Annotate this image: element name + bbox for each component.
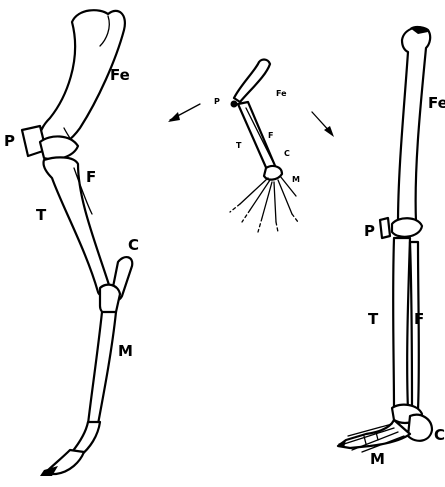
right-limb [338,26,432,452]
right-label-calcaneus: C [434,426,445,444]
left-knee-joint [40,136,78,159]
left-label-fibula: F [86,168,96,186]
center-calcaneus [264,166,282,180]
center-label-patella: P [214,97,220,106]
right-patella [380,218,390,238]
left-hock [100,285,120,315]
right-calcaneus [408,415,432,441]
left-label-patella: P [4,132,15,150]
center-patella [231,101,238,108]
left-label-calcaneus: C [128,236,139,254]
right-label-metatarsal: M [370,450,385,468]
center-label-femur: Fe [276,89,287,98]
center-label-tibia: T [236,141,242,150]
center-label-calcaneus: C [284,149,290,158]
center-label-metatarsal: M [292,175,300,184]
center-limb [168,60,334,233]
center-femur [234,60,270,103]
left-tibia [43,157,110,295]
right-knee-joint [392,218,422,237]
left-metatarsal [88,312,116,424]
center-label-fibula: F [268,131,273,140]
right-tibia [393,238,410,410]
left-label-tibia: T [36,206,47,224]
right-label-femur: Fe [428,94,445,112]
right-label-patella: P [364,222,375,240]
center-digits [230,176,298,232]
left-label-femur: Fe [110,66,130,84]
left-label-metatarsal: M [118,342,133,360]
right-label-tibia: T [368,310,379,328]
right-label-fibula: F [414,310,424,328]
right-femur [398,27,430,227]
right-foot [338,420,410,452]
